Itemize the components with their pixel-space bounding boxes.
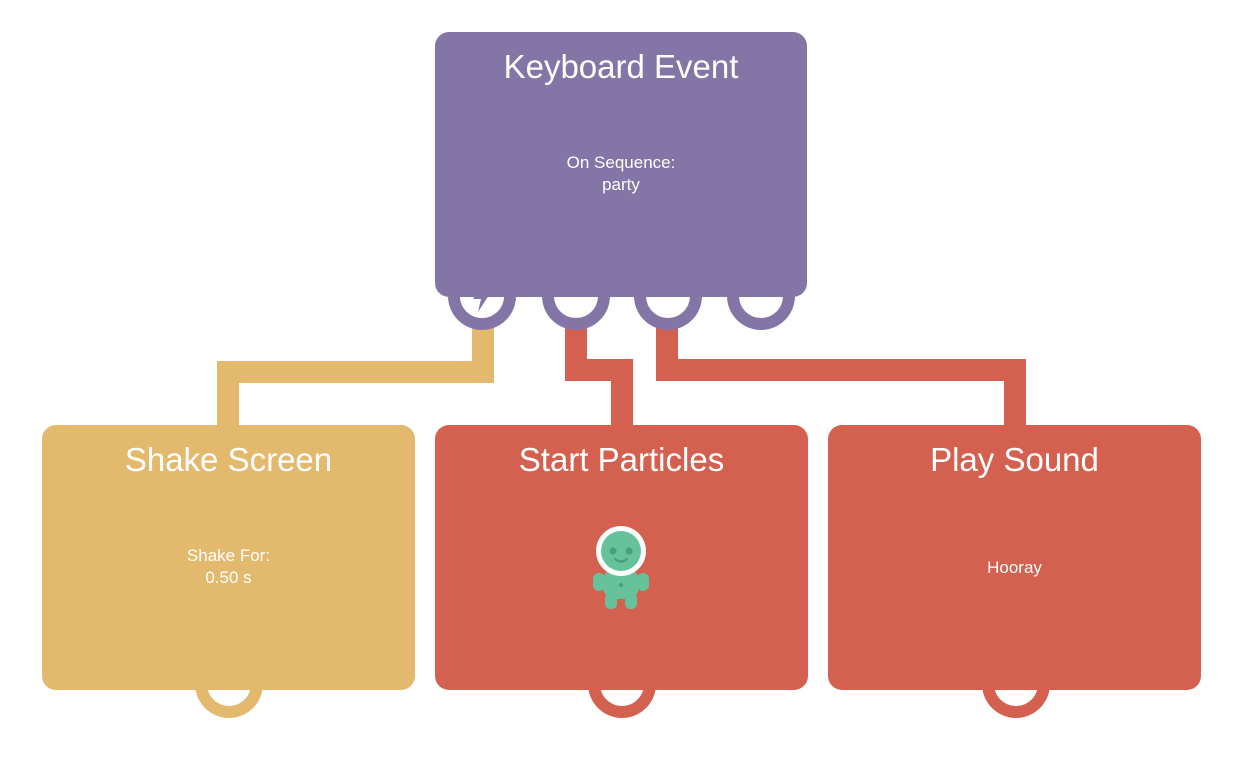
node-title: Play Sound [930,441,1099,478]
node-title: Start Particles [518,441,725,478]
shake-screen-node[interactable]: Shake Screen Shake For: 0.50 s [42,425,415,690]
play-sound-node[interactable]: Play Sound Hooray [828,425,1201,690]
param-label: On Sequence: [566,153,676,172]
start-particles-node[interactable]: Start Particles [435,425,808,690]
param-label: Shake For: [186,546,271,565]
param-value: party [602,175,640,194]
param-value: 0.50 s [205,568,252,587]
wire-shake-screen [217,300,494,440]
wire-start-particles [565,300,633,440]
node-title: Keyboard Event [503,48,739,85]
keyboard-event-node[interactable]: Keyboard Event On Sequence: party [435,32,807,297]
alien-astronaut-icon [593,526,649,609]
node-param: On Sequence: party [435,152,807,196]
node-param: Hooray [828,557,1201,579]
node-title: Shake Screen [124,441,333,478]
wire-play-sound [656,300,1026,440]
param-value: Hooray [987,558,1042,577]
node-param: Shake For: 0.50 s [42,545,415,589]
